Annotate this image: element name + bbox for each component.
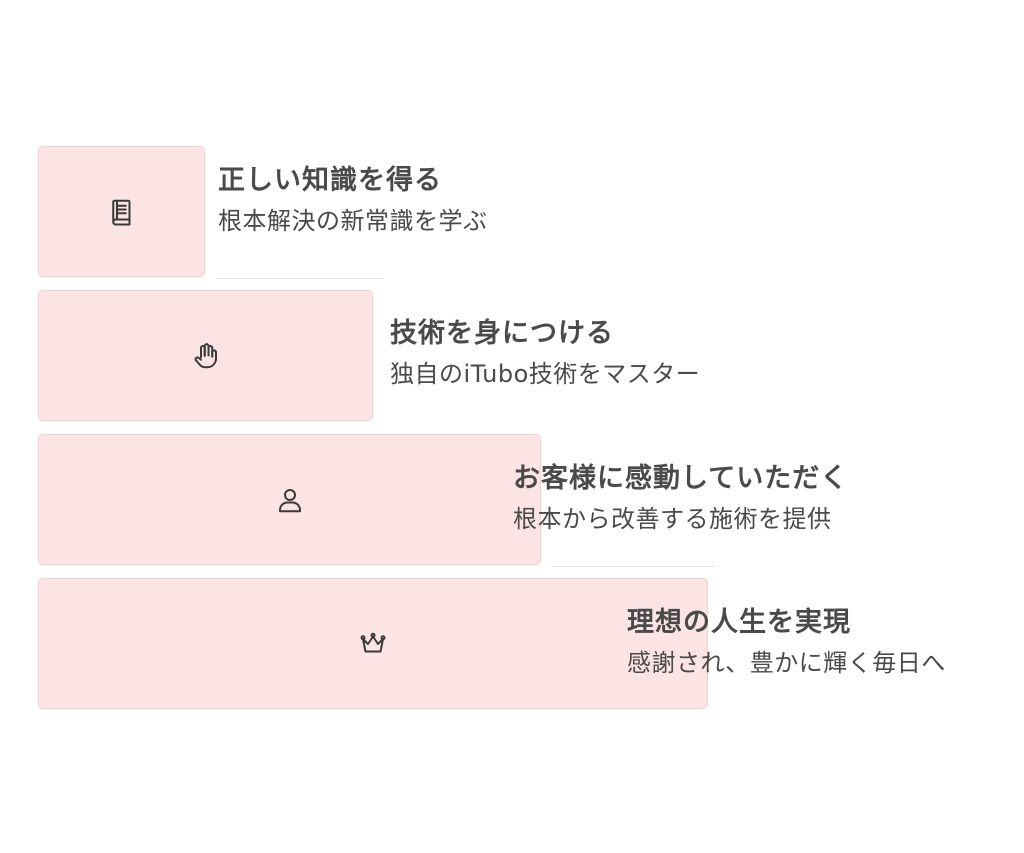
step-1-subtitle: 根本解決の新常識を学ぶ [218, 207, 488, 235]
step-4-title: 理想の人生を実現 [627, 607, 851, 638]
crown-icon [356, 627, 390, 661]
hand-icon [189, 339, 223, 373]
step-4-subtitle: 感謝され、豊かに輝く毎日へ [627, 649, 946, 677]
divider [551, 566, 715, 567]
step-1-text: 正しい知識を得る 根本解決の新常識を学ぶ [218, 163, 488, 239]
step-2-box [38, 290, 373, 421]
user-icon [273, 483, 307, 517]
step-2-title: 技術を身につける [390, 318, 614, 349]
step-2-text: 技術を身につける 独自のiTubo技術をマスター [390, 316, 700, 392]
step-2-subtitle: 独自のiTubo技術をマスター [390, 360, 701, 388]
book-icon [105, 195, 139, 229]
step-3-box [38, 434, 541, 565]
step-1-title: 正しい知識を得る [218, 165, 442, 196]
divider [216, 278, 384, 279]
step-3-title: お客様に感動していただく [513, 463, 849, 494]
step-1-box [38, 146, 205, 277]
step-4-text: 理想の人生を実現 感謝され、豊かに輝く毎日へ [627, 605, 946, 681]
step-3-subtitle: 根本から改善する施術を提供 [513, 505, 832, 533]
step-3-text: お客様に感動していただく 根本から改善する施術を提供 [513, 461, 848, 537]
step-4-box [38, 578, 708, 709]
